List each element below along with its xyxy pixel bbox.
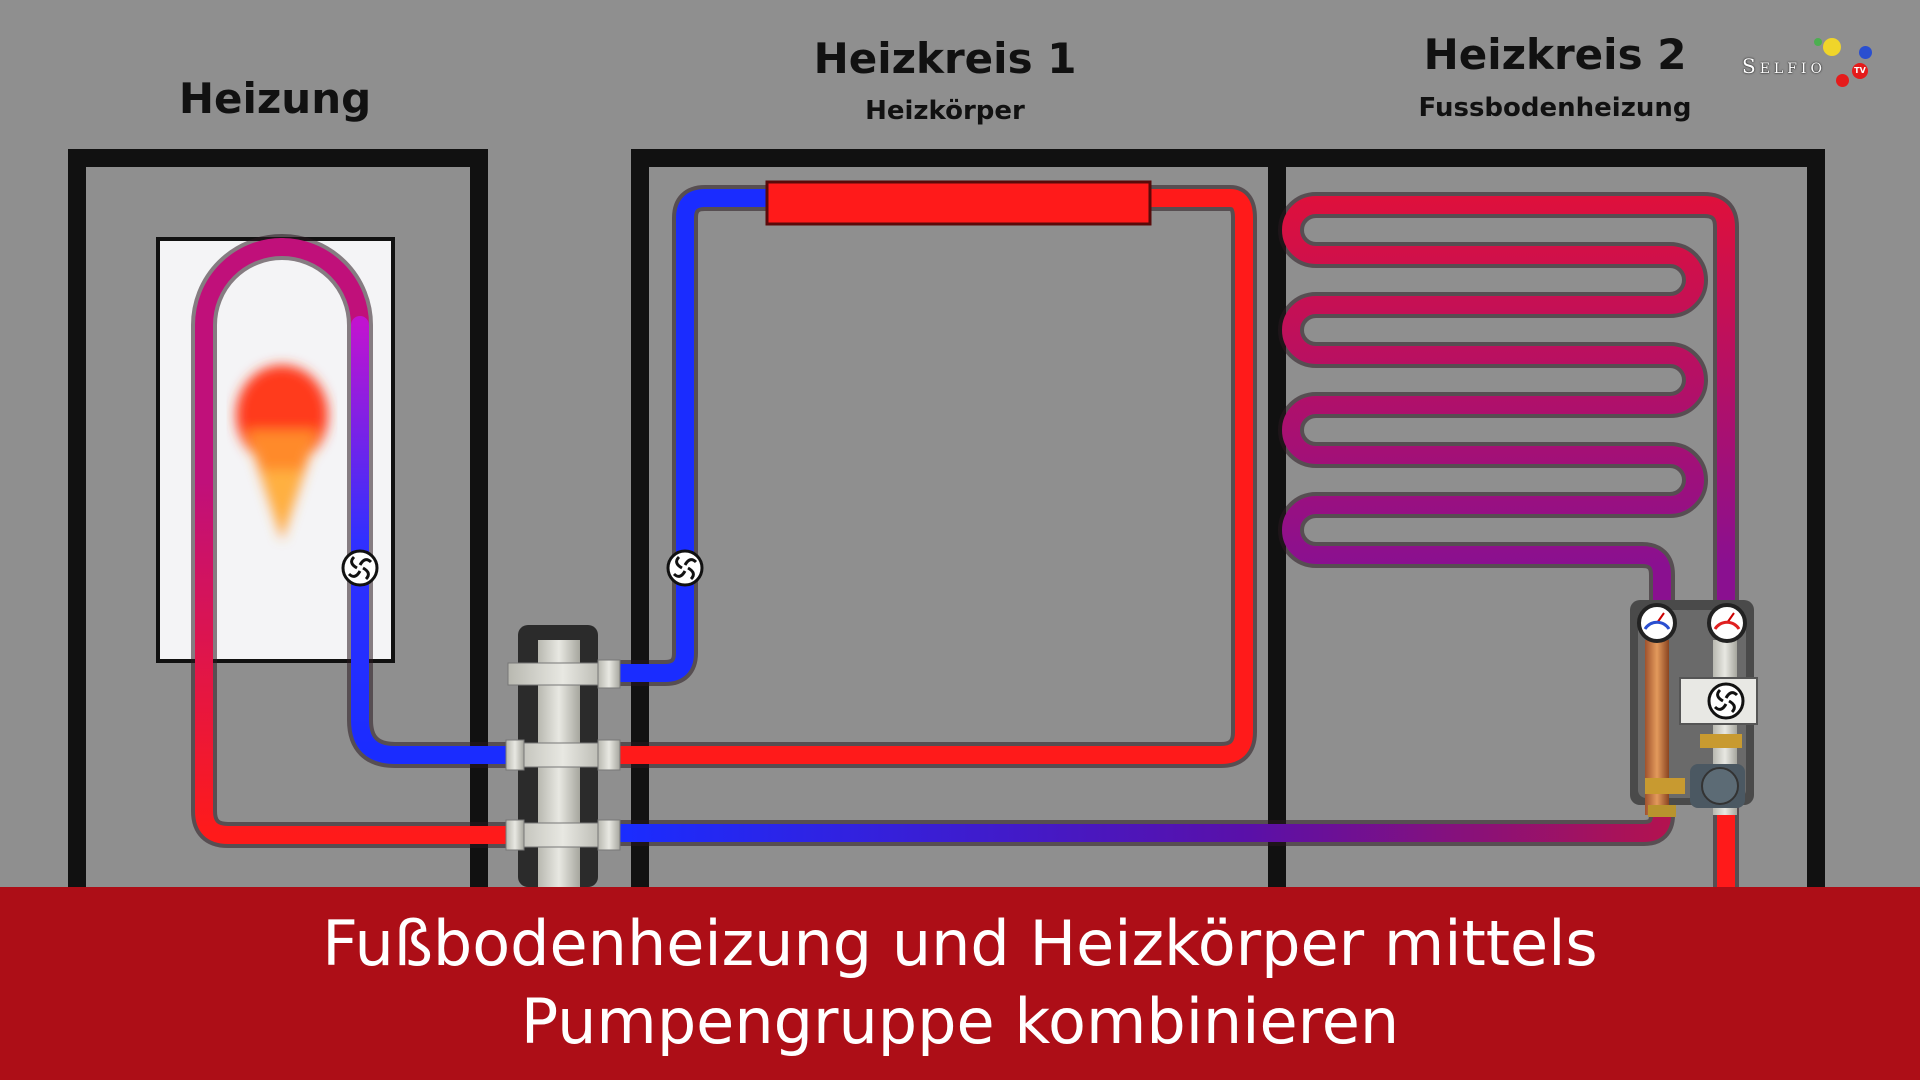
- logo-dot-red: [1836, 74, 1849, 87]
- radiator-return-pipe: [609, 189, 1253, 764]
- logo-dot-green: [1814, 38, 1822, 46]
- thermometer-left: [1637, 603, 1677, 643]
- mixing-valve-motor: [1690, 764, 1745, 808]
- radiator: [765, 180, 1152, 226]
- logo-dot-yellow: [1823, 38, 1841, 56]
- caption-line-2: Pumpengruppe kombinieren: [520, 985, 1400, 1058]
- selfio-logo: Selfio TV: [1738, 38, 1888, 98]
- boiler-return-pipe: [351, 316, 534, 764]
- heizkreis1-title: Heizkreis 1: [813, 34, 1077, 83]
- radiator-supply-pipe: [609, 189, 779, 682]
- boiler-supply-pipe: [195, 238, 534, 844]
- logo-text: Selfio: [1742, 54, 1826, 78]
- caption-banner: Fußbodenheizung und Heizkörper mittels P…: [0, 887, 1920, 1080]
- flame-icon: [236, 365, 328, 540]
- boiler-pump-icon: [341, 549, 379, 587]
- caption-line-1: Fußbodenheizung und Heizkörper mittels: [322, 907, 1598, 980]
- heizkreis2-subtitle: Fussbodenheizung: [1418, 93, 1692, 123]
- heizkreis-room-outline: [631, 149, 1825, 887]
- heizkreis1-subtitle: Heizkörper: [865, 96, 1025, 126]
- radiator-pump-icon: [666, 549, 704, 587]
- pump-group: [1630, 600, 1758, 817]
- heizung-room-outline: [68, 149, 488, 887]
- heizung-label: Heizung: [178, 74, 372, 123]
- underfloor-coil: [1282, 196, 1735, 629]
- hydraulic-separator: [505, 625, 621, 887]
- boiler-bend-pipe: [273, 238, 369, 334]
- heizkreis2-title: Heizkreis 2: [1423, 30, 1687, 79]
- thermometer-right: [1707, 603, 1747, 643]
- logo-badge: TV: [1852, 63, 1868, 79]
- caption-text: Fußbodenheizung und Heizkörper mittels P…: [0, 905, 1920, 1061]
- pump-group-pump-icon: [1707, 682, 1745, 720]
- underfloor-return-pipe: [609, 791, 1671, 842]
- logo-dot-blue: [1859, 46, 1872, 59]
